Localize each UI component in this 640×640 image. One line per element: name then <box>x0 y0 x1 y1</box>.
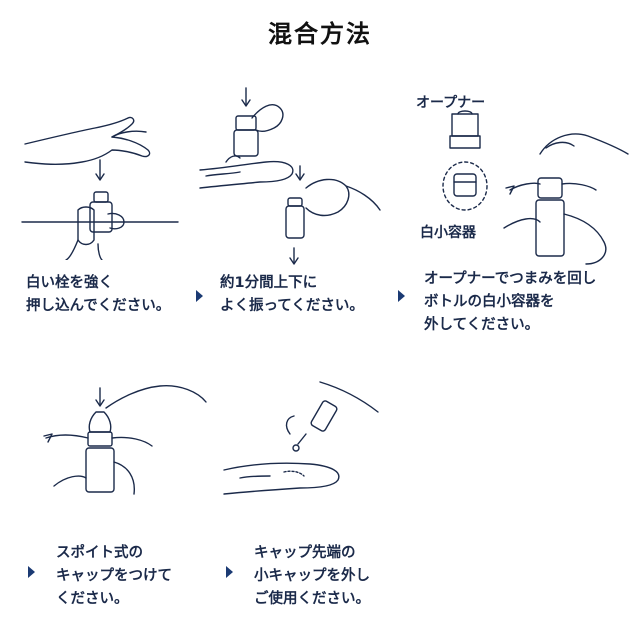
step-4-line-2: キャップをつけて <box>56 568 172 584</box>
opener-label: オープナー <box>416 95 486 111</box>
step-3-arrow-icon <box>398 290 405 302</box>
step-3-line-2: ボトルの白小容器を <box>424 294 555 310</box>
step-5-text: キャップ先端の 小キャップを外し ご使用ください。 <box>254 542 370 611</box>
step-3-line-3: 外してください。 <box>424 317 540 333</box>
step-4-text: スポイト式の キャップをつけて ください。 <box>56 542 172 611</box>
step-2-arrow-icon <box>196 290 203 302</box>
step-4-line-3: ください。 <box>56 591 129 607</box>
step-1-line-2: 押し込んでください。 <box>26 298 171 314</box>
step-4-line-1: スポイト式の <box>56 545 143 561</box>
step-3-line-1: オープナーでつまみを回し <box>424 271 597 287</box>
step-2-line-2: よく振ってください。 <box>220 298 364 314</box>
container-label: 白小容器 <box>420 225 476 241</box>
illustration-opener <box>430 108 500 218</box>
step-1-text: 白い栓を強く 押し込んでください。 <box>26 272 170 318</box>
step-3-text: オープナーでつまみを回し ボトルの白小容器を 外してください。 <box>424 268 596 337</box>
illustration-shake <box>196 78 381 268</box>
step-4-arrow-icon <box>28 566 35 578</box>
step-5-line-3: ご使用ください。 <box>254 591 370 607</box>
illustration-apply <box>220 378 390 508</box>
illustration-dropper-cap <box>40 378 210 508</box>
step-1-line-1: 白い栓を強く <box>26 275 113 291</box>
step-5-line-2: 小キャップを外し <box>254 568 370 584</box>
step-2-line-1: 約1分間上下に <box>220 275 318 291</box>
page-title: 混合方法 <box>268 20 372 48</box>
illustration-rotate-open <box>500 118 630 268</box>
step-2-text: 約1分間上下に よく振ってください。 <box>220 272 364 318</box>
step-5-line-1: キャップ先端の <box>254 545 356 561</box>
step-5-arrow-icon <box>226 566 233 578</box>
illustration-press-stopper <box>20 110 180 260</box>
